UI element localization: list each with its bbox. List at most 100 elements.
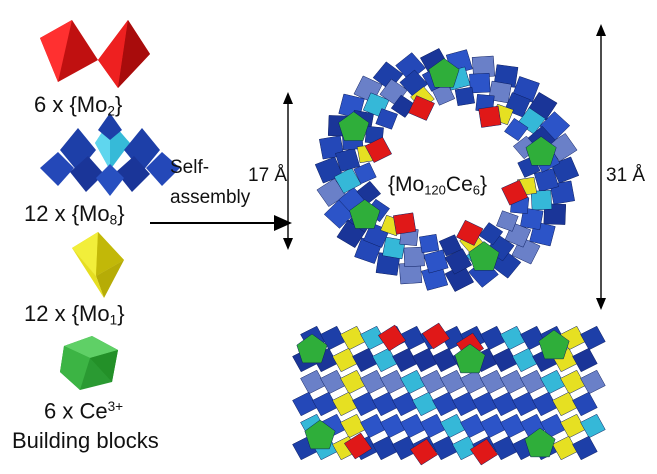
mo120ce6-side-view (292, 322, 606, 466)
side-polyhedron (352, 347, 378, 373)
side-polyhedron (372, 347, 398, 373)
assembly-label: assembly (170, 187, 251, 208)
ring-polyhedron (478, 222, 504, 246)
ring-polyhedron (333, 167, 362, 194)
side-mo2-unit (409, 438, 439, 466)
side-mo2-unit (377, 324, 407, 352)
ring-polyhedron (444, 248, 473, 275)
side-ce-unit (538, 329, 570, 360)
side-polyhedron (372, 391, 398, 417)
side-polyhedron (292, 391, 318, 417)
ring-polyhedron (454, 86, 475, 106)
side-polyhedron (360, 413, 386, 439)
side-polyhedron (392, 435, 418, 461)
mo8-unit-icon (40, 113, 180, 196)
mo8-label: 12 x {Mo8} (24, 201, 125, 228)
mo2-label: 6 x {Mo2} (34, 92, 123, 119)
mo120ce6-ring (314, 48, 580, 292)
side-polyhedron (360, 325, 386, 351)
mo1-octahedron-icon (72, 232, 124, 298)
side-polyhedron (420, 369, 446, 395)
side-polyhedron (452, 435, 478, 461)
side-polyhedron (320, 325, 346, 351)
ring-polyhedron (438, 234, 463, 257)
side-polyhedron (512, 347, 538, 373)
side-polyhedron (340, 413, 366, 439)
side-polyhedron (472, 391, 498, 417)
self-label: Self- (170, 157, 210, 178)
side-polyhedron (560, 369, 586, 395)
side-polyhedron (460, 369, 486, 395)
side-polyhedron (392, 391, 418, 417)
side-ce-unit (304, 419, 336, 450)
formula-label: {Mo120Ce6} (388, 173, 488, 198)
side-polyhedron (392, 347, 418, 373)
ring-polyhedron (431, 83, 456, 106)
side-polyhedron (340, 369, 366, 395)
ring-mo2-unit (456, 219, 484, 246)
side-polyhedron (520, 369, 546, 395)
side-polyhedron (380, 369, 406, 395)
side-polyhedron (532, 391, 558, 417)
side-polyhedron (572, 391, 598, 417)
side-polyhedron (580, 325, 606, 351)
side-ce-unit (296, 333, 328, 364)
side-mo2-unit (343, 432, 373, 460)
ring-ce-unit (468, 241, 500, 271)
side-polyhedron (400, 369, 426, 395)
side-polyhedron (500, 325, 526, 351)
side-polyhedron (500, 369, 526, 395)
side-polyhedron (300, 369, 326, 395)
ring-mo2-unit (501, 179, 529, 206)
side-polyhedron (452, 391, 478, 417)
side-polyhedron (560, 413, 586, 439)
side-polyhedron (480, 325, 506, 351)
side-mo2-unit (469, 438, 499, 466)
side-polyhedron (540, 369, 566, 395)
side-polyhedron (400, 413, 426, 439)
ring-ce-unit (338, 111, 370, 141)
side-polyhedron (500, 413, 526, 439)
side-polyhedron (332, 347, 358, 373)
side-polyhedron (320, 369, 346, 395)
side-polyhedron (492, 347, 518, 373)
side-polyhedron (352, 391, 378, 417)
ring-mo2-unit (393, 212, 417, 235)
side-mo2-unit (421, 322, 451, 350)
side-polyhedron (480, 413, 506, 439)
side-polyhedron (572, 347, 598, 373)
side-polyhedron (460, 413, 486, 439)
ce-polyhedron-icon (60, 336, 118, 390)
side-ce-unit (524, 427, 556, 458)
side-polyhedron (552, 435, 578, 461)
side-polyhedron (360, 369, 386, 395)
outer-dimension-bar (596, 24, 606, 310)
mo2-dimer-icon (40, 20, 150, 88)
side-polyhedron (480, 369, 506, 395)
side-polyhedron (432, 435, 458, 461)
side-polyhedron (572, 435, 598, 461)
building-blocks-label: Building blocks (12, 428, 159, 453)
side-polyhedron (580, 413, 606, 439)
outer-dimension-label: 31 Å (606, 165, 646, 186)
ring-polyhedron (423, 249, 449, 274)
ring-mo2-unit (478, 105, 502, 128)
side-polyhedron (492, 391, 518, 417)
ring-mo2-unit (364, 136, 393, 163)
ring-ce-unit (525, 136, 557, 166)
self-assembly-arrow (150, 215, 292, 231)
side-polyhedron (540, 413, 566, 439)
ring-ce-unit (349, 199, 381, 229)
side-polyhedron (372, 435, 398, 461)
inner-dimension-label: 17 Å (248, 165, 288, 186)
ring-polyhedron (419, 234, 440, 254)
side-polyhedron (412, 391, 438, 417)
side-polyhedron (432, 347, 458, 373)
side-polyhedron (552, 391, 578, 417)
side-polyhedron (420, 413, 446, 439)
side-polyhedron (512, 391, 538, 417)
side-polyhedron (412, 347, 438, 373)
side-polyhedron (492, 435, 518, 461)
mo1-label: 12 x {Mo1} (24, 301, 125, 328)
